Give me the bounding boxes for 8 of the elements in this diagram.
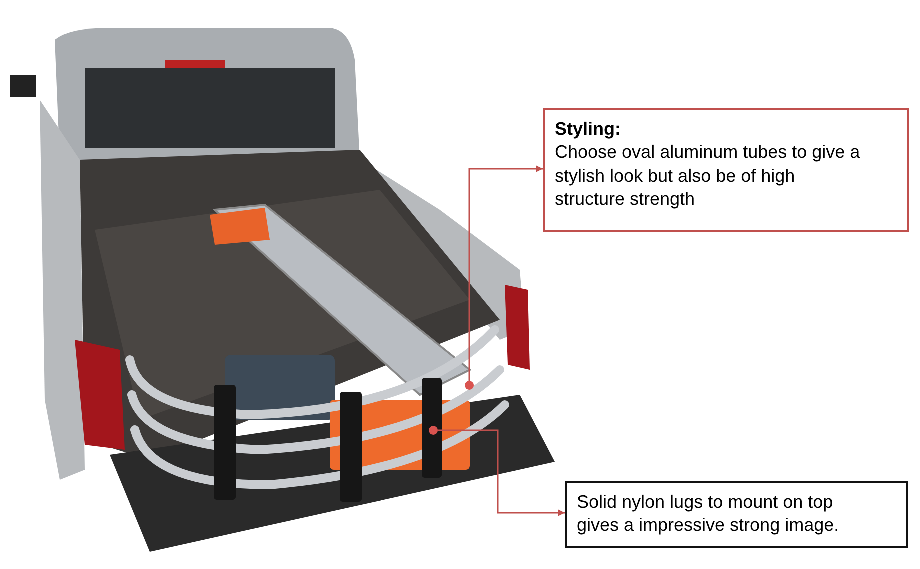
- callout-box: [565, 481, 908, 548]
- callout-heading: Styling:: [555, 118, 622, 141]
- leader-line: [468, 166, 543, 381]
- leader-dot: [465, 381, 474, 390]
- callout-text: Solid nylon lugs to mount on top gives a impressive strong image.: [577, 491, 840, 538]
- callout-box: [543, 108, 909, 232]
- leader-line: [438, 430, 565, 516]
- callout-text: Choose oval aluminum tubes to give a stylish look but also be of high structure strength: [555, 141, 862, 212]
